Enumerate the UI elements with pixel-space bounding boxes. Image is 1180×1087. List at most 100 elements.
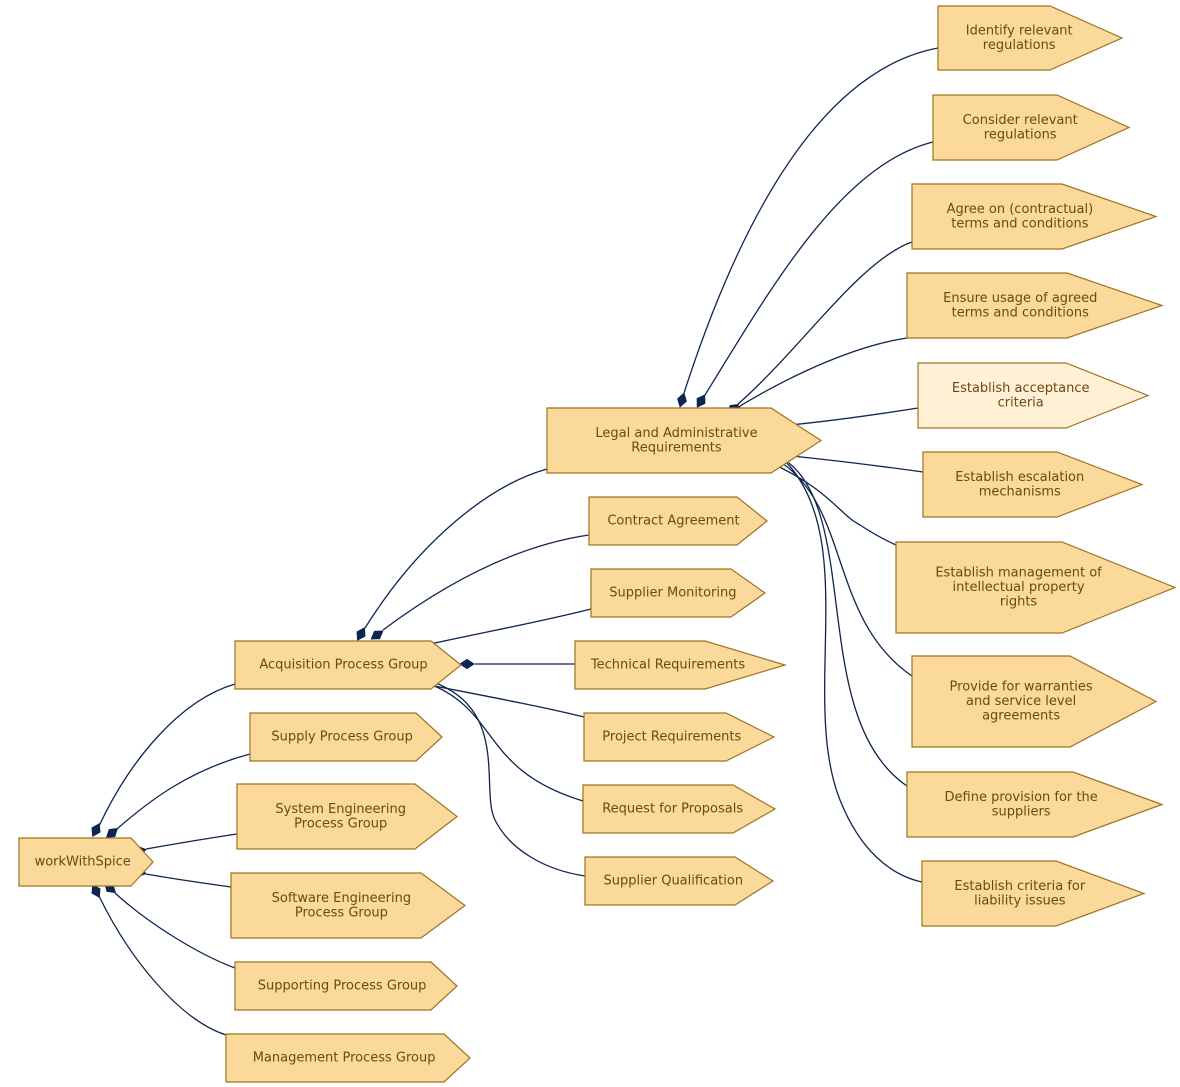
process-node-label: Agree on (contractual) — [947, 202, 1094, 217]
process-node-shape — [921, 860, 1146, 927]
edge-legal-l3 — [737, 241, 913, 405]
process-node-label: Establish escalation — [955, 470, 1084, 485]
process-node-label: liability issues — [974, 893, 1066, 908]
process-node-shape — [937, 5, 1124, 71]
process-node-projreq[interactable]: Project Requirements — [583, 712, 776, 762]
process-node-rfp[interactable]: Request for Proposals — [582, 784, 777, 834]
edge-legal-l5 — [789, 407, 919, 426]
process-node-support[interactable]: Supporting Process Group — [234, 961, 458, 1011]
process-node-label: terms and conditions — [952, 305, 1089, 320]
edge-legal-l6 — [791, 455, 924, 473]
process-node-label: intellectual property — [953, 580, 1085, 595]
edge-acq-contract — [382, 534, 590, 631]
process-node-label: Contract Agreement — [607, 514, 739, 529]
edge-root-support — [114, 892, 236, 969]
process-node-shape — [249, 712, 443, 762]
process-node-shape — [895, 541, 1177, 634]
process-node-root[interactable]: workWithSpice — [18, 837, 154, 887]
process-node-label: mechanisms — [979, 484, 1061, 499]
process-node-shape — [230, 872, 467, 939]
edge-root-mgmt — [98, 895, 227, 1036]
edge-root-acq — [98, 683, 236, 827]
process-node-label: Legal and Administrative — [595, 426, 757, 441]
process-node-shape — [236, 783, 458, 850]
process-node-label: Identify relevant — [966, 23, 1073, 38]
edge-legal-l10 — [785, 461, 923, 883]
process-node-supmon[interactable]: Supplier Monitoring — [590, 568, 767, 618]
composition-diamond-root-supply — [105, 827, 119, 839]
edge-root-sweng — [145, 873, 232, 888]
process-node-label: Management Process Group — [253, 1051, 436, 1066]
edge-acq-supqual — [432, 681, 586, 877]
process-node-label: workWithSpice — [35, 855, 131, 870]
process-node-shape — [917, 362, 1150, 429]
process-node-shape — [911, 183, 1158, 250]
process-node-techreq[interactable]: Technical Requirements — [574, 640, 788, 690]
process-node-label: Supplier Monitoring — [609, 586, 736, 601]
process-node-supqual[interactable]: Supplier Qualification — [584, 856, 775, 906]
edge-legal-l7 — [770, 462, 897, 546]
process-node-mgmt[interactable]: Management Process Group — [225, 1033, 471, 1083]
process-node-shape — [932, 94, 1131, 161]
process-node-label: regulations — [984, 127, 1057, 142]
process-node-label: Acquisition Process Group — [259, 658, 427, 673]
process-node-label: terms and conditions — [951, 216, 1088, 231]
process-node-label: Supply Process Group — [271, 730, 412, 745]
process-node-label: and service level — [966, 694, 1076, 709]
process-node-shape — [922, 451, 1144, 518]
edge-acq-projreq — [418, 682, 585, 718]
process-node-acq[interactable]: Acquisition Process Group — [234, 640, 462, 690]
process-node-l3[interactable]: Agree on (contractual)terms and conditio… — [911, 183, 1158, 250]
process-node-shape — [225, 1033, 471, 1083]
composition-diamond-acq-techreq — [459, 658, 475, 670]
process-node-shape — [588, 496, 768, 546]
process-node-shape — [583, 712, 776, 762]
process-node-shape — [584, 856, 775, 906]
edge-root-supply — [116, 753, 251, 830]
composition-diamond-root-acq — [91, 823, 101, 837]
process-node-contract[interactable]: Contract Agreement — [588, 496, 768, 546]
edge-legal-l2 — [704, 141, 934, 396]
process-node-supply[interactable]: Supply Process Group — [249, 712, 443, 762]
process-node-shape — [582, 784, 777, 834]
edge-legal-l1 — [683, 47, 939, 394]
process-node-label: regulations — [983, 38, 1056, 53]
process-node-label: rights — [1000, 595, 1038, 610]
process-node-label: Define provision for the — [945, 790, 1098, 805]
edges-layer — [91, 47, 939, 1036]
process-node-label: Requirements — [631, 440, 722, 455]
composition-diamond-root-mgmt — [91, 884, 101, 898]
process-node-label: Establish management of — [935, 566, 1102, 581]
edge-legal-l4 — [739, 337, 908, 407]
edge-acq-rfp — [426, 682, 584, 802]
process-node-shape — [906, 272, 1164, 339]
process-node-label: Establish criteria for — [954, 879, 1085, 894]
edge-root-syseng — [145, 833, 238, 850]
process-node-shape — [590, 568, 767, 618]
process-node-label: Supporting Process Group — [258, 979, 427, 994]
edge-legal-l9 — [788, 462, 908, 787]
process-node-label: Process Group — [294, 816, 387, 831]
process-node-shape — [18, 837, 154, 887]
process-node-label: Technical Requirements — [590, 658, 745, 673]
edge-acq-legal — [364, 468, 548, 629]
composition-diamond-legal-l1 — [677, 392, 687, 408]
process-node-label: System Engineering — [275, 802, 406, 817]
process-node-label: Request for Proposals — [602, 802, 743, 817]
composition-diamond-acq-contract — [370, 630, 384, 640]
process-node-label: Supplier Qualification — [604, 874, 744, 889]
